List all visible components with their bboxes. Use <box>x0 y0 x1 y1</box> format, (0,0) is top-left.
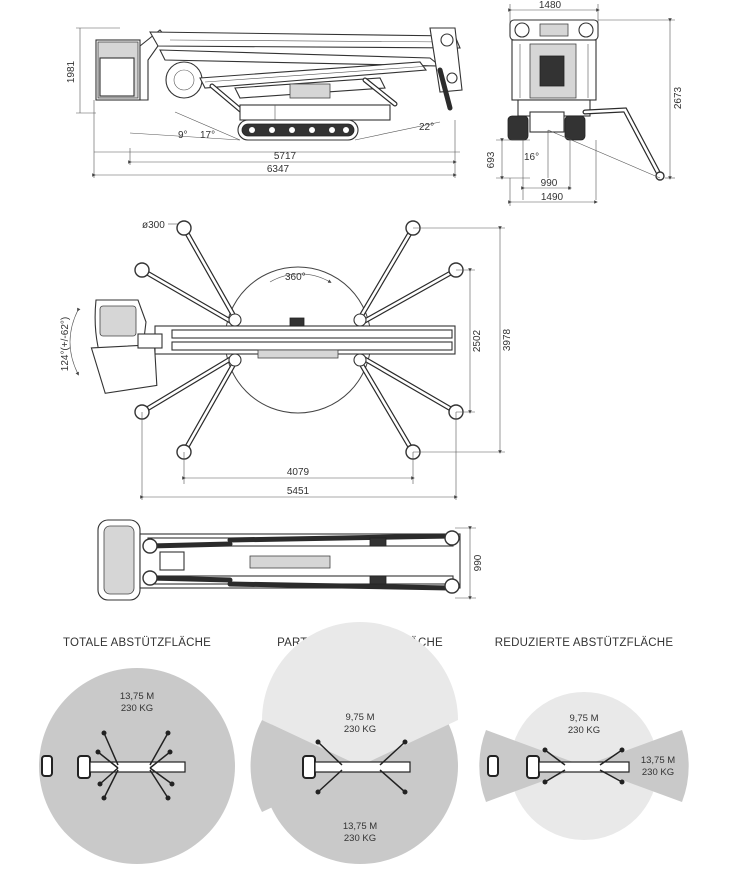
front-view: 1480 2673 693 16° <box>486 0 684 206</box>
zone-load: 230 KG <box>568 725 600 736</box>
mode-total-diagram: 13,75 M 230 KG <box>39 668 235 864</box>
zone-load: 230 KG <box>121 703 153 714</box>
dim-height-693: 693 <box>486 151 497 168</box>
transport-view: 990 <box>97 519 484 601</box>
mode-title-reduced: REDUZIERTE ABSTÜTZFLÄCHE <box>495 637 674 649</box>
dim-width-990-transport: 990 <box>473 554 484 571</box>
basket-rotation: 124°(+/-62°) <box>60 317 71 371</box>
angle-17: 17° <box>200 130 215 141</box>
dim-height-2673: 2673 <box>673 86 684 109</box>
dim-height-1981: 1981 <box>66 60 77 83</box>
dim-width-3978: 3978 <box>502 328 513 351</box>
dim-length-6347: 6347 <box>267 164 290 175</box>
stabilizer-modes: TOTALE ABSTÜTZFLÄCHE PARTIELLE ABSTÜTZFL… <box>39 622 689 864</box>
dim-width-2502: 2502 <box>472 329 483 352</box>
angle-9: 9° <box>178 130 188 141</box>
dim-length-5717: 5717 <box>274 151 297 162</box>
mode-partial-diagram: 9,75 M 230 KG 13,75 M 230 KG <box>250 622 458 864</box>
dim-width-990: 990 <box>541 178 558 189</box>
zone-reach: 13,75 M <box>641 755 675 766</box>
dim-width-1480: 1480 <box>539 0 562 11</box>
zone-load: 230 KG <box>344 833 376 844</box>
side-view: 1981 <box>66 27 463 178</box>
zone-reach: 9,75 M <box>345 712 374 723</box>
top-view-deployed: ø300 360° <box>60 220 513 500</box>
mode-title-total: TOTALE ABSTÜTZFLÄCHE <box>63 637 211 649</box>
outrigger-legs <box>134 220 464 460</box>
zone-load: 230 KG <box>344 724 376 735</box>
dim-length-5451: 5451 <box>287 486 310 497</box>
zone-load: 230 KG <box>642 767 674 778</box>
zone-reach: 9,75 M <box>569 713 598 724</box>
angle-22: 22° <box>419 122 434 133</box>
angle-16: 16° <box>524 152 539 163</box>
rotation-angle: 360° <box>285 272 306 283</box>
mode-reduced-diagram: 9,75 M 230 KG 13,75 M 230 KG <box>479 692 689 840</box>
basket-top <box>90 299 163 394</box>
dim-width-1490: 1490 <box>541 192 564 203</box>
zone-reach: 13,75 M <box>343 821 377 832</box>
pad-diameter: ø300 <box>142 220 165 231</box>
zone-reach: 13,75 M <box>120 691 154 702</box>
dim-length-4079: 4079 <box>287 467 310 478</box>
